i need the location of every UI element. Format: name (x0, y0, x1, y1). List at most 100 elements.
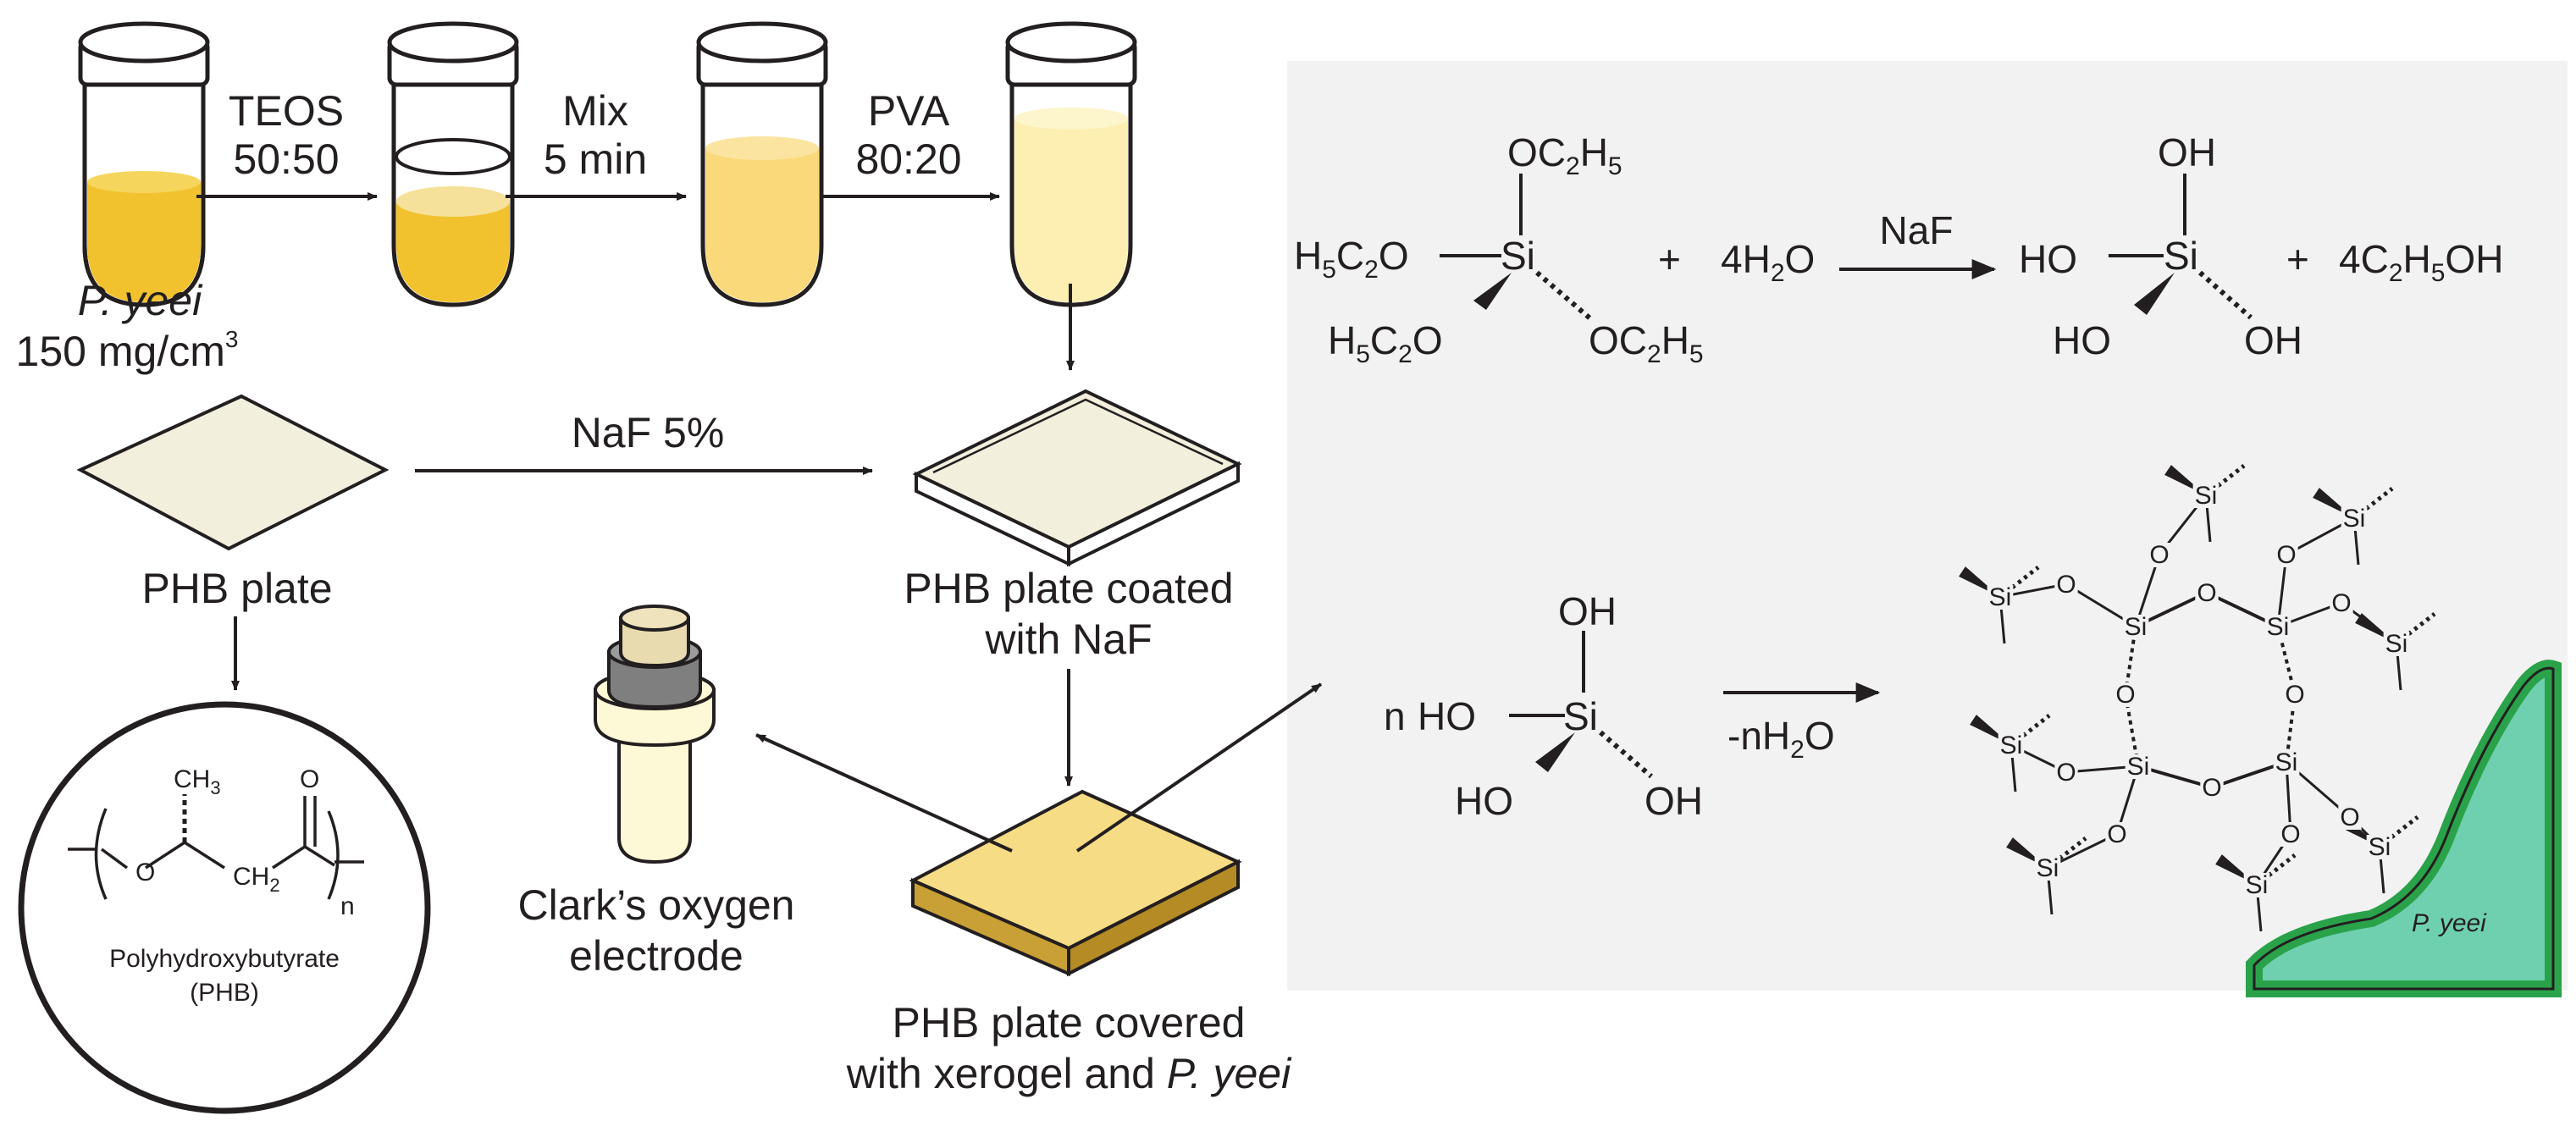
phb-o-ring: O (135, 859, 155, 886)
teos-h5c2o-bottom: H5C2O (1328, 318, 1443, 368)
network-label-bg (2105, 822, 2129, 847)
step1-ratio: 50:50 (233, 135, 339, 183)
silicic-ho-left-1: HO (2019, 237, 2077, 281)
network-o-atom: O (2115, 681, 2135, 709)
step1-label: TEOS (229, 87, 344, 135)
electrode-label-2: electrode (569, 932, 744, 980)
arrow-to-network (1075, 682, 1323, 853)
silicic-ho-bottom-1: HO (2053, 318, 2111, 362)
network-label-bg (2122, 615, 2149, 639)
cell-membrane (2254, 668, 2553, 989)
network-label-bg (2283, 682, 2307, 707)
network-label-bg (2054, 760, 2078, 785)
network-o-atom: O (2056, 571, 2076, 599)
reaction1-catalyst: NaF (1880, 208, 1954, 252)
phb-structure-circle (18, 701, 431, 1114)
network-si-atom: Si (2127, 753, 2150, 781)
reaction1-water: 4H2O (1721, 237, 1815, 287)
network-label-bg (2279, 822, 2302, 847)
tube-3-liquid (705, 148, 819, 302)
tube-2-liquid (396, 203, 510, 302)
reaction1-plus-2: + (2286, 237, 2309, 281)
silicic-oh-top-1: OH (2158, 130, 2216, 174)
coated-plate-label-2: with NaF (984, 616, 1152, 663)
teos-si: Si (1501, 234, 1535, 278)
network-label-bg (2341, 506, 2368, 531)
cell-species-label: P. yeei (78, 277, 203, 324)
reaction1-ethanol: 4C2H5OH (2339, 237, 2503, 287)
covered-plate-label-2: with xerogel and P. yeei (846, 1050, 1292, 1097)
step3-ratio: 80:20 (855, 135, 961, 183)
network-si-atom: Si (2000, 732, 2023, 759)
cell-concentration: 150 mg/cm3 (16, 326, 239, 375)
network-o-atom: O (2056, 759, 2076, 787)
tube-3 (696, 21, 828, 307)
network-o-atom: O (2202, 774, 2221, 802)
tube-1-liquid (87, 182, 201, 302)
network-label-bg (2114, 682, 2137, 707)
network-label-bg (2200, 776, 2224, 800)
phb-structure (68, 794, 364, 900)
network-label-bg (2273, 750, 2300, 775)
network-o-atom: O (2276, 541, 2296, 569)
network-o-atom: O (2285, 681, 2304, 709)
silicic-si-1: Si (2164, 234, 2198, 278)
reaction2-n: n (1384, 694, 1406, 738)
network-label-bg (2275, 543, 2298, 567)
network-o-atom: O (2280, 820, 2300, 848)
phb-o-carbonyl: O (300, 765, 319, 793)
network-label-bg (2195, 581, 2219, 605)
network-o-atom: O (2107, 820, 2126, 848)
network-o-atom: O (2197, 579, 2216, 607)
network-si-atom: Si (2275, 748, 2298, 776)
silicic-oh-right-1: OH (2244, 318, 2302, 362)
network-label-bg (2338, 805, 2362, 830)
tube-2 (387, 21, 519, 307)
clark-electrode (594, 605, 716, 864)
teos-h5c2o-left: H5C2O (1294, 234, 1409, 284)
network-label-bg (2243, 873, 2270, 897)
tube-4-liquid (1014, 119, 1128, 302)
phb-name: Polyhydroxybutyrate (109, 945, 340, 973)
arrow-to-electrode (755, 733, 1013, 853)
silicic-ho-left-2: HO (1418, 694, 1476, 738)
teos-molecule (1440, 174, 1594, 323)
phb-plate (76, 394, 390, 551)
silicic-oh-top-2: OH (1558, 589, 1617, 633)
network-label-bg (2264, 615, 2291, 639)
network-label-bg (1998, 733, 2025, 758)
network-o-atom: O (2340, 803, 2359, 831)
cell-label: P. yeei (2412, 909, 2487, 937)
network-label-bg (2192, 483, 2219, 508)
network-o-atom: O (2149, 541, 2169, 569)
network-label-bg (2054, 572, 2078, 597)
network-si-atom: Si (2125, 613, 2148, 641)
phb-ch3: CH3 (174, 765, 221, 798)
coated-plate-label-1: PHB plate coated (904, 565, 1233, 612)
cell-outline (2253, 666, 2555, 991)
step3-label: PVA (868, 87, 950, 135)
network-si-atom: Si (2267, 613, 2290, 641)
phb-abbr: (PHB) (190, 979, 259, 1007)
phb-plate-label: PHB plate (141, 565, 332, 612)
network-si-atom: Si (2385, 630, 2408, 658)
tube-1 (78, 21, 210, 307)
network-si-atom: Si (2037, 854, 2059, 882)
silicic-acid-2 (1509, 631, 1653, 779)
network-label-bg (1987, 585, 2014, 610)
phb-ch2: CH2 (233, 863, 280, 896)
network-label-bg (2034, 856, 2061, 881)
teos-oc2h5-top: OC2H5 (1507, 130, 1622, 180)
tube-4 (1005, 21, 1137, 307)
network-label-bg (2330, 591, 2353, 616)
silicic-acid-1 (2109, 174, 2253, 320)
network-si-atom: Si (2343, 505, 2366, 533)
network-label-bg (2148, 543, 2171, 567)
step2-label: Mix (562, 87, 628, 135)
network-si-atom: Si (1989, 583, 2012, 611)
network-si-atom: Si (2195, 482, 2218, 510)
reaction1-plus-1: + (1658, 237, 1681, 281)
phb-n: n (340, 892, 355, 920)
